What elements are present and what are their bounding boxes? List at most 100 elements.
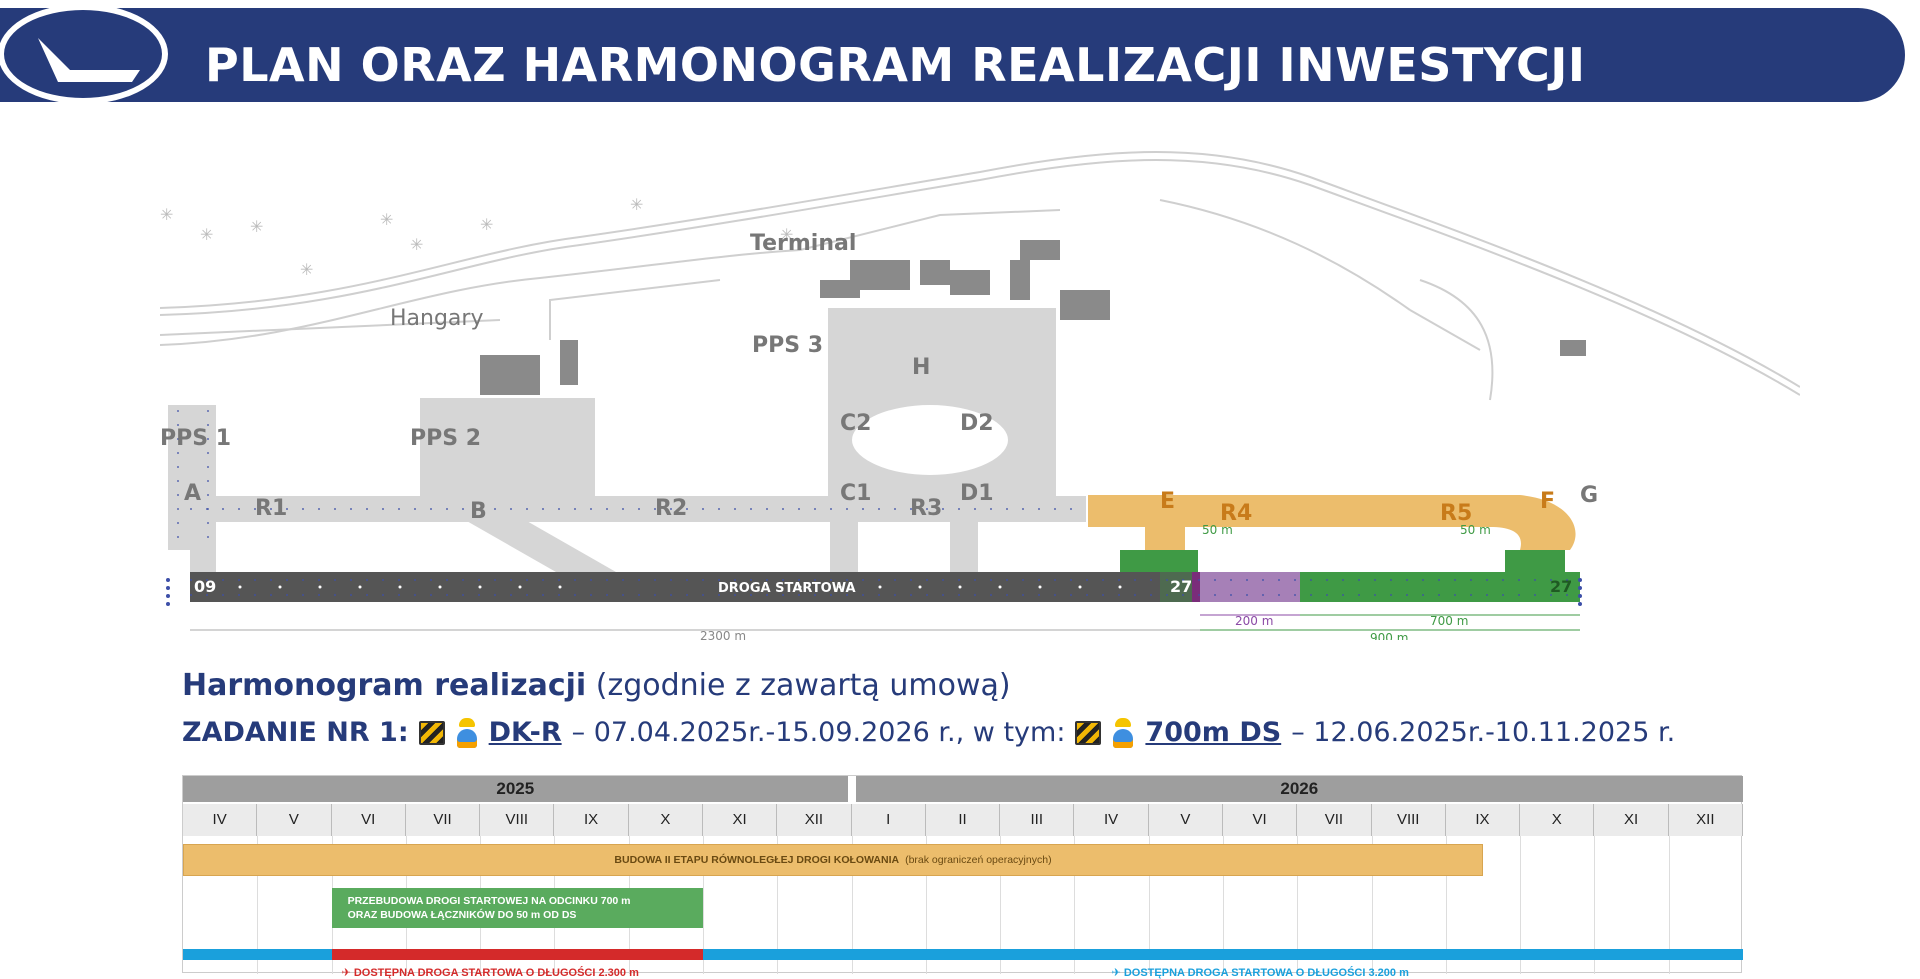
header-bar: PLAN ORAZ HARMONOGRAM REALIZACJI INWESTY… [0,8,1905,102]
month-header: IX [554,804,629,836]
label-dist-700: 700 m [1430,614,1468,628]
label-g: G [1580,483,1598,508]
bar-runway-label-1: PRZEBUDOWA DROGI STARTOWEJ NA ODCINKU 70… [347,894,631,907]
label-a: A [184,481,201,506]
month-header: V [257,804,332,836]
grid-line [1297,836,1299,974]
label-pps1: PPS 1 [160,426,231,451]
grid-line [703,836,704,974]
grid-line [851,836,853,974]
grid-line [1148,836,1150,974]
month-header: XII [1668,804,1743,836]
label-d2: D2 [960,411,994,436]
svg-text:✳: ✳ [200,227,213,244]
svg-text:✳: ✳ [480,217,493,234]
availability-text-red: ✈ DOSTĘPNA DROGA STARTOWA O DŁUGOŚCI 2.3… [341,967,639,979]
svg-text:✳: ✳ [380,212,393,229]
label-runway: DROGA STARTOWA [718,581,856,596]
plane-icon [0,4,168,104]
label-h: H [912,355,930,380]
svg-text:✳: ✳ [780,227,793,244]
label-dist-50a: 50 m [1202,523,1233,537]
month-header: XII [777,804,852,836]
availability-line-blue [183,949,332,960]
label-dist-50b: 50 m [1460,523,1491,537]
task-dates: – 07.04.2025r.-15.09.2026 r., w tym: [571,717,1066,748]
grid-line [1223,836,1224,974]
grid-line [777,836,779,974]
bar-runway-rebuild: PRZEBUDOWA DROGI STARTOWEJ NA ODCINKU 70… [331,888,703,928]
year-header: 2026 [855,776,1743,802]
sub-task-code: 700m DS [1145,717,1282,748]
task-label: ZADANIE NR 1: [182,717,409,748]
month-header: VIII [1371,804,1446,836]
label-hangary: Hangary [390,306,483,331]
bar-runway-label-2: ORAZ BUDOWA ŁĄCZNIKÓW DO 50 m OD DS [347,909,577,921]
label-r1: R1 [255,496,287,521]
schedule-heading-bold: Harmonogram realizacji [182,668,587,703]
label-threshold-27a: 27 [1170,577,1192,596]
bar-taxiway-stage2: BUDOWA II ETAPU RÓWNOLEGŁEJ DROGI KOŁOWA… [183,844,1483,876]
svg-text:✳: ✳ [410,237,423,254]
grid-line [925,836,927,974]
label-threshold-09: 09 [194,577,216,596]
month-header: VIII [480,804,555,836]
year-header: 2025 [183,776,848,802]
month-header: VI [331,804,406,836]
grid-line [1668,836,1670,974]
month-header: VII [405,804,481,836]
task-line: ZADANIE NR 1: DK-R – 07.04.2025r.-15.09.… [182,717,1675,748]
grid-line [1520,836,1522,974]
label-terminal: Terminal [750,231,856,256]
month-header: VII [1297,804,1372,836]
label-pps3: PPS 3 [752,333,823,358]
month-header: II [925,804,1001,836]
sub-task-dates: – 12.06.2025r.-10.11.2025 r. [1291,717,1676,748]
schedule-heading: Harmonogram realizacji (zgodnie z zawart… [182,668,1011,703]
label-r4: R4 [1220,501,1252,526]
grid-line [1371,836,1373,974]
barrier-icon [418,720,445,745]
month-header: X [628,804,703,836]
label-dist-2300: 2300 m [700,629,746,640]
task-code: DK-R [488,717,562,748]
label-dist-900: 900 m [1370,631,1408,640]
label-dist-200: 200 m [1235,614,1273,628]
month-header: X [1520,804,1595,836]
schedule-heading-rest: (zgodnie z zawartą umową) [595,668,1011,703]
bar-taxiway-sublabel: (brak ograniczeń operacyjnych) [905,854,1052,866]
page-title: PLAN ORAZ HARMONOGRAM REALIZACJI INWESTY… [205,38,1586,92]
availability-line-blue [703,949,1743,960]
month-header: XI [703,804,778,836]
svg-text:✳: ✳ [300,262,313,279]
label-c2: C2 [840,411,871,436]
airport-map: ✳ ✳ ✳ ✳ ✳ ✳ ✳ ✳ ✳ [160,151,1800,640]
worker-icon [455,717,479,748]
svg-text:✳: ✳ [160,207,173,224]
label-r5: R5 [1440,501,1472,526]
svg-text:✳: ✳ [250,219,263,236]
availability-line-red [331,949,703,960]
label-c1: C1 [840,481,871,506]
month-header: III [1000,804,1075,836]
grid-line [1000,836,1002,974]
month-header: I [851,804,926,836]
worker-icon [1111,717,1135,748]
month-header: IV [1074,804,1149,836]
svg-text:✳: ✳ [630,197,643,214]
availability-text-blue: ✈ DOSTĘPNA DROGA STARTOWA O DŁUGOŚCI 3.2… [1111,967,1409,979]
month-header: IV [183,804,258,836]
month-header: VI [1223,804,1298,836]
month-header: V [1148,804,1223,836]
label-pps2: PPS 2 [410,426,481,451]
label-threshold-27b: 27 [1550,577,1572,596]
grid-line [257,836,259,974]
month-header: IX [1445,804,1521,836]
label-f: F [1540,489,1555,514]
grid-line [1445,836,1447,974]
label-r2: R2 [655,496,687,521]
barrier-icon [1075,720,1102,745]
grid-line [1594,836,1596,974]
bar-taxiway-label: BUDOWA II ETAPU RÓWNOLEGŁEJ DROGI KOŁOWA… [614,854,900,866]
